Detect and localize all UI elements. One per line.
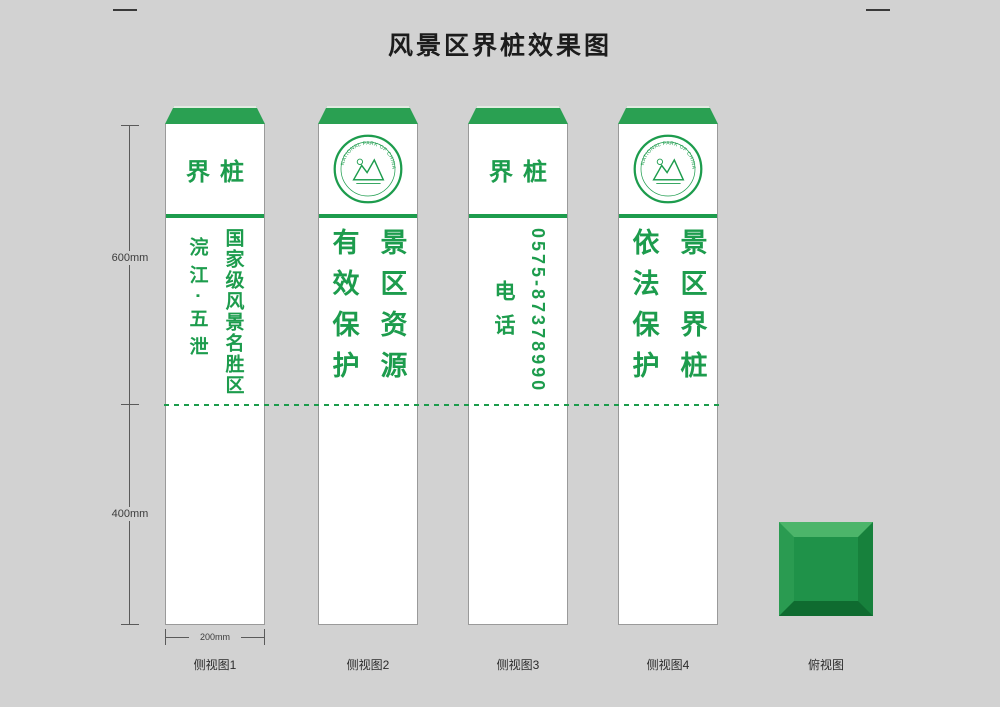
pillar-title: 界桩 <box>186 158 254 186</box>
park-emblem-icon: NATIONAL PARK OF CHINA <box>633 134 703 204</box>
crop-mark-right <box>866 9 890 11</box>
vertical-text-column-1: 国家级风景名胜区 <box>222 228 244 396</box>
vertical-text-column-1: 景区界桩 <box>676 228 707 392</box>
pillar-side-view-2: NATIONAL PARK OF CHINA 景区资源 有效保护 <box>318 106 418 625</box>
vertical-text-column-2: 浣江·五泄 <box>186 237 208 365</box>
vertical-text-column-2: 依法保护 <box>628 228 659 392</box>
pillar-body: NATIONAL PARK OF CHINA 景区界桩 依法保护 <box>618 124 718 625</box>
dimension-label-200mm: 200mm <box>189 631 241 643</box>
dimension-tick <box>264 629 265 645</box>
dimension-line-vertical <box>129 125 130 625</box>
separator-bar <box>319 214 417 218</box>
vertical-text-area: 景区界桩 依法保护 <box>619 218 717 624</box>
park-emblem-icon: NATIONAL PARK OF CHINA <box>333 134 403 204</box>
vertical-text-column-2: 电话 <box>492 280 515 348</box>
caption-side-view-1: 侧视图1 <box>193 658 237 672</box>
pillar-body: 界桩 0575-87378990 电话 <box>468 124 568 625</box>
pillar-header: 界桩 <box>166 124 264 214</box>
pillar-header: NATIONAL PARK OF CHINA <box>619 124 717 214</box>
page-title: 风景区界桩效果图 <box>387 33 612 60</box>
dimension-tick <box>165 629 166 645</box>
separator-bar <box>469 214 567 218</box>
pillar-header: NATIONAL PARK OF CHINA <box>319 124 417 214</box>
vertical-text-area: 0575-87378990 电话 <box>469 218 567 624</box>
ground-dashed-line <box>164 404 719 406</box>
vertical-text-area: 景区资源 有效保护 <box>319 218 417 624</box>
pillar-cap <box>318 106 418 124</box>
vertical-text-column-2: 有效保护 <box>328 228 359 392</box>
pillar-side-view-4: NATIONAL PARK OF CHINA 景区界桩 依法保护 <box>618 106 718 625</box>
crop-mark-left <box>113 9 137 11</box>
dimension-tick <box>121 624 139 625</box>
dimension-label-600mm: 600mm <box>101 251 159 265</box>
pillar-cap <box>165 106 265 124</box>
caption-side-view-2: 侧视图2 <box>346 658 390 672</box>
vertical-phone-column: 0575-87378990 <box>528 228 548 394</box>
pillar-cap <box>618 106 718 124</box>
dimension-tick <box>121 125 139 126</box>
caption-side-view-3: 侧视图3 <box>496 658 540 672</box>
dimension-label-400mm: 400mm <box>101 507 159 521</box>
pillar-side-view-3: 界桩 0575-87378990 电话 <box>468 106 568 625</box>
separator-bar <box>619 214 717 218</box>
pillar-body: NATIONAL PARK OF CHINA 景区资源 有效保护 <box>318 124 418 625</box>
pillar-header: 界桩 <box>469 124 567 214</box>
caption-top-view: 俯视图 <box>807 658 844 672</box>
vertical-text-column-1: 景区资源 <box>376 228 407 392</box>
separator-bar <box>166 214 264 218</box>
pillar-side-view-1: 界桩 国家级风景名胜区 浣江·五泄 <box>165 106 265 625</box>
pillar-body: 界桩 国家级风景名胜区 浣江·五泄 <box>165 124 265 625</box>
dimension-tick <box>121 404 139 405</box>
pillar-title: 界桩 <box>489 158 557 186</box>
vertical-text-area: 国家级风景名胜区 浣江·五泄 <box>166 218 264 624</box>
top-view-square <box>779 522 873 616</box>
caption-side-view-4: 侧视图4 <box>646 658 690 672</box>
pillar-cap <box>468 106 568 124</box>
